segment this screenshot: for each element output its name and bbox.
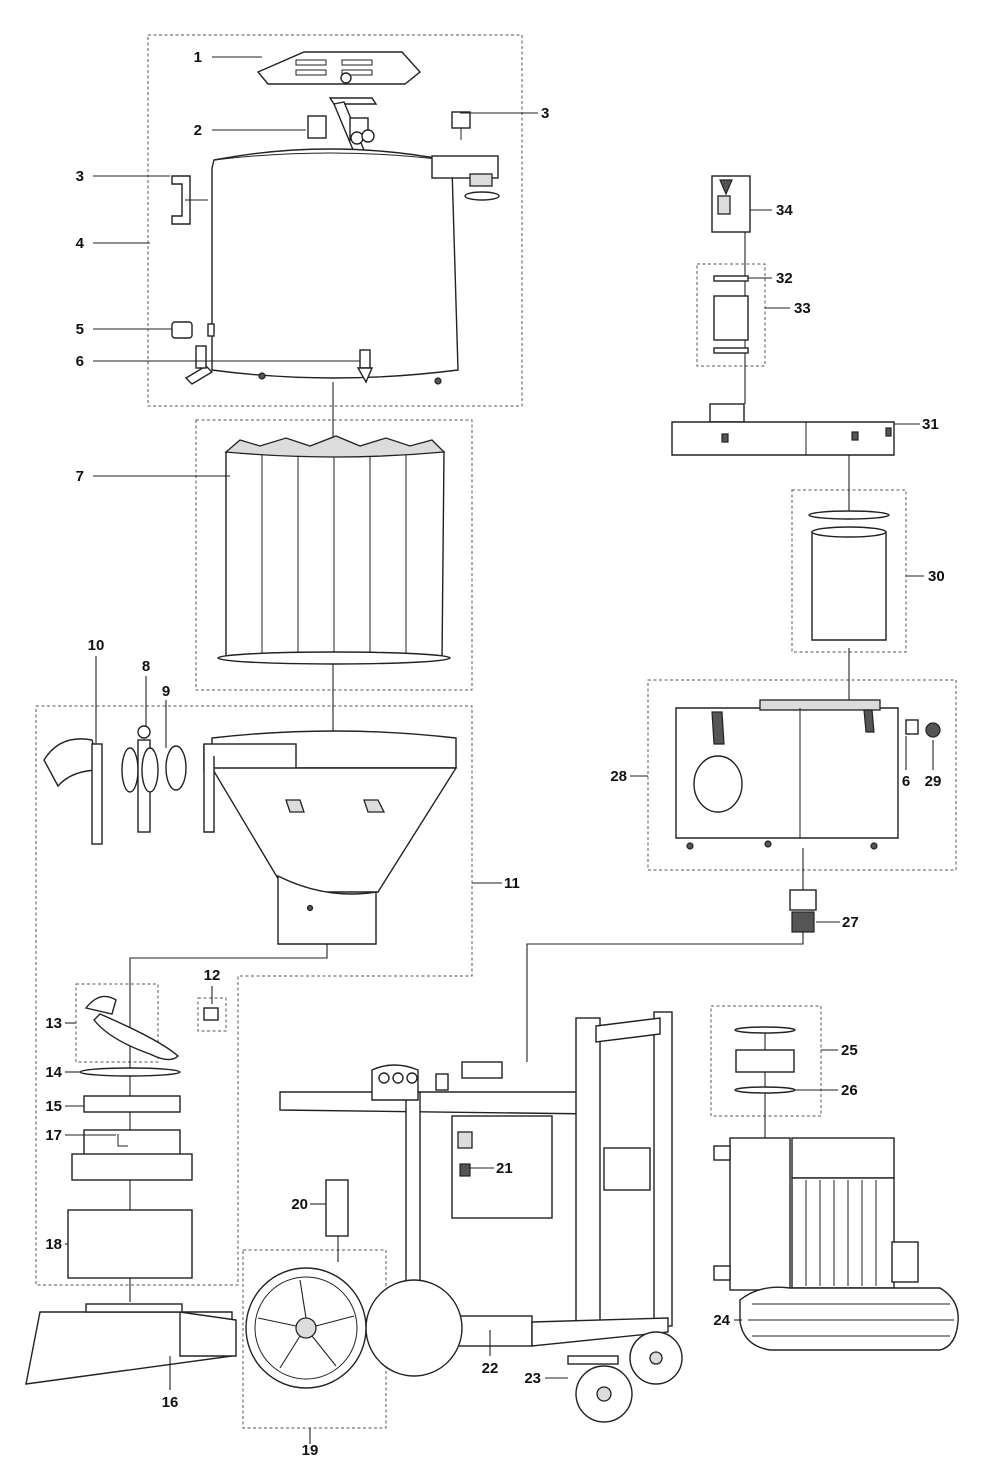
label-12: 12	[204, 967, 221, 984]
label-27: 27	[842, 914, 859, 931]
label-32: 32	[776, 270, 793, 287]
group-box-hopper	[35, 705, 473, 1286]
part-10-elbow	[43, 738, 103, 845]
part-30-filter	[808, 510, 890, 641]
part-24-motor	[713, 1137, 959, 1351]
group-box-25	[710, 1005, 822, 1117]
part-12-connector	[203, 1007, 219, 1021]
group-box-filter	[195, 419, 473, 691]
label-28: 28	[610, 768, 627, 785]
part-14-gasket	[79, 1067, 181, 1077]
part-6-latch-right	[356, 349, 374, 384]
label-34: 34	[776, 202, 793, 219]
label-9: 9	[162, 683, 170, 700]
group-box-lid-assembly	[147, 34, 523, 407]
part-28-separator	[675, 699, 899, 850]
label-25: 25	[841, 1042, 858, 1059]
label-29: 29	[925, 773, 942, 790]
part-13-flap	[84, 995, 180, 1061]
label-19: 19	[302, 1442, 319, 1459]
label-2: 2	[194, 122, 202, 139]
group-box-28	[647, 679, 957, 871]
label-14: 14	[45, 1064, 62, 1081]
part-4-container	[211, 148, 500, 385]
part-7-filter	[217, 435, 451, 665]
part-5-plug	[171, 321, 215, 339]
part-25-spacer	[734, 1026, 796, 1073]
leader-lines	[65, 56, 934, 1444]
part-31-top-plate	[671, 403, 895, 456]
label-1: 1	[194, 49, 202, 66]
part-34-cyclone	[711, 175, 751, 233]
label-3-left: 3	[76, 168, 84, 185]
part-18-bag	[67, 1209, 193, 1279]
part-20-axle	[325, 1179, 349, 1237]
part-11-hopper	[203, 730, 458, 945]
label-23: 23	[524, 1370, 541, 1387]
part-19-wheel	[245, 1267, 463, 1389]
label-16: 16	[162, 1394, 179, 1411]
label-24: 24	[713, 1312, 730, 1329]
part-23-caster	[567, 1331, 683, 1423]
part-32-seal	[713, 275, 749, 282]
label-21: 21	[496, 1160, 513, 1177]
part-3-clip-right	[451, 111, 471, 140]
label-26: 26	[841, 1082, 858, 1099]
part-9-ring	[165, 745, 187, 791]
part-8-gasket	[121, 725, 159, 833]
label-8: 8	[142, 658, 150, 675]
label-22: 22	[482, 1360, 499, 1377]
part-33-filter	[713, 295, 749, 354]
callout-labels: 1 2 3 3 4 5 6 7 10 8 9 11 12 13 14 15 17…	[45, 49, 944, 1459]
label-15: 15	[45, 1098, 62, 1115]
label-30: 30	[928, 568, 945, 585]
part-1-lid	[256, 51, 422, 85]
label-31: 31	[922, 416, 939, 433]
part-27-valve	[789, 889, 817, 933]
part-3-clip-left	[171, 175, 191, 225]
label-17: 17	[45, 1127, 62, 1144]
part-16-bin	[25, 1303, 237, 1385]
label-5: 5	[76, 321, 84, 338]
label-6-right: 6	[902, 773, 910, 790]
part-17-coupling	[71, 1129, 193, 1181]
label-6-left: 6	[76, 353, 84, 370]
part-15-ring	[83, 1095, 181, 1113]
label-10: 10	[88, 637, 105, 654]
label-3-right: 3	[541, 105, 549, 122]
label-20: 20	[291, 1196, 308, 1213]
label-18: 18	[45, 1236, 62, 1253]
part-6-latch-left	[184, 345, 214, 385]
label-11: 11	[504, 875, 520, 892]
part-26-gasket	[734, 1086, 796, 1094]
label-4: 4	[76, 235, 85, 252]
label-7: 7	[76, 468, 84, 485]
group-box-33	[696, 263, 766, 367]
label-13: 13	[45, 1015, 62, 1032]
part-29-knob	[905, 719, 941, 738]
label-33: 33	[794, 300, 811, 317]
part-21-control-box	[451, 1115, 651, 1219]
